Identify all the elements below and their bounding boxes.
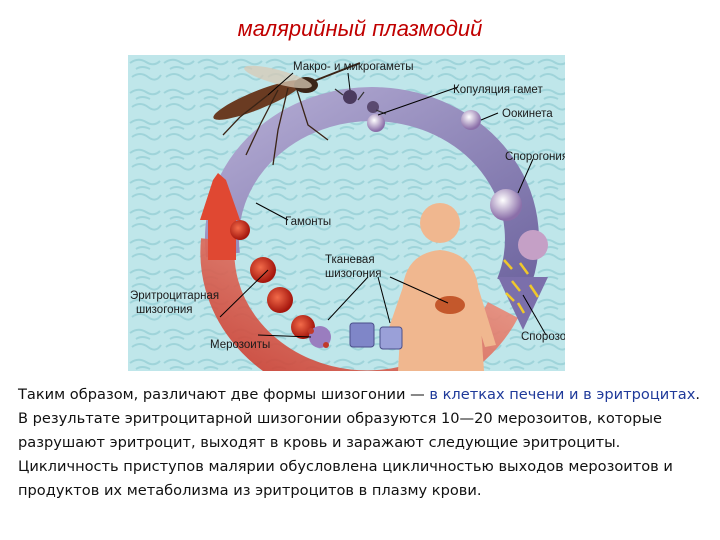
paragraph-part-2: . В результате эритроцитарной шизогонии …: [18, 386, 700, 499]
malaria-lifecycle-diagram: Макро- и микрогаметы Копуляция гамет Оок…: [128, 55, 565, 371]
label-erythro-1: Эритроцитарная: [130, 290, 219, 302]
red-arrow-head: [200, 173, 240, 220]
purple-arrow-head: [498, 277, 548, 330]
gametes-icon: [334, 88, 387, 115]
oocyst-icon: [490, 189, 522, 221]
zygote-icon: [367, 114, 385, 132]
pointer-lines: [219, 72, 547, 338]
red-arrow-shaft: [208, 215, 236, 260]
human-silhouette-icon: [383, 203, 496, 371]
paragraph-part-1: Таким образом, различают две формы шизог…: [18, 386, 430, 403]
label-sporozoites: Спорозоиты: [521, 331, 565, 343]
mosquito-icon: [213, 62, 361, 166]
liver-cells-icon: [349, 322, 403, 350]
label-merozoites: Мерозоиты: [210, 339, 270, 351]
sporozoites-icon: [503, 259, 540, 314]
label-gametes: Макро- и микрогаметы: [293, 61, 414, 73]
label-tissue-2: шизогония: [325, 268, 382, 280]
ookinete-icon: [461, 110, 481, 130]
slide-title: малярийный плазмодий: [237, 16, 483, 41]
merozoites-icon: [308, 326, 331, 348]
label-tissue-1: Тканевая: [325, 254, 375, 266]
lifecycle-svg: Макро- и микрогаметы Копуляция гамет Оок…: [128, 55, 565, 371]
label-sporogony: Спорогония: [505, 151, 565, 163]
label-gamonts: Гамонты: [285, 216, 331, 228]
label-ookinete: Оокинета: [502, 108, 553, 120]
label-erythro-2: шизогония: [136, 304, 193, 316]
label-copulation: Копуляция гамет: [453, 84, 543, 96]
erythrocytes-icon: [230, 220, 315, 339]
oocyst-burst-icon: [518, 230, 548, 260]
explanation-paragraph: Таким образом, различают две формы шизог…: [18, 383, 708, 503]
paragraph-highlight: в клетках печени и в эритроцитах: [429, 386, 696, 403]
